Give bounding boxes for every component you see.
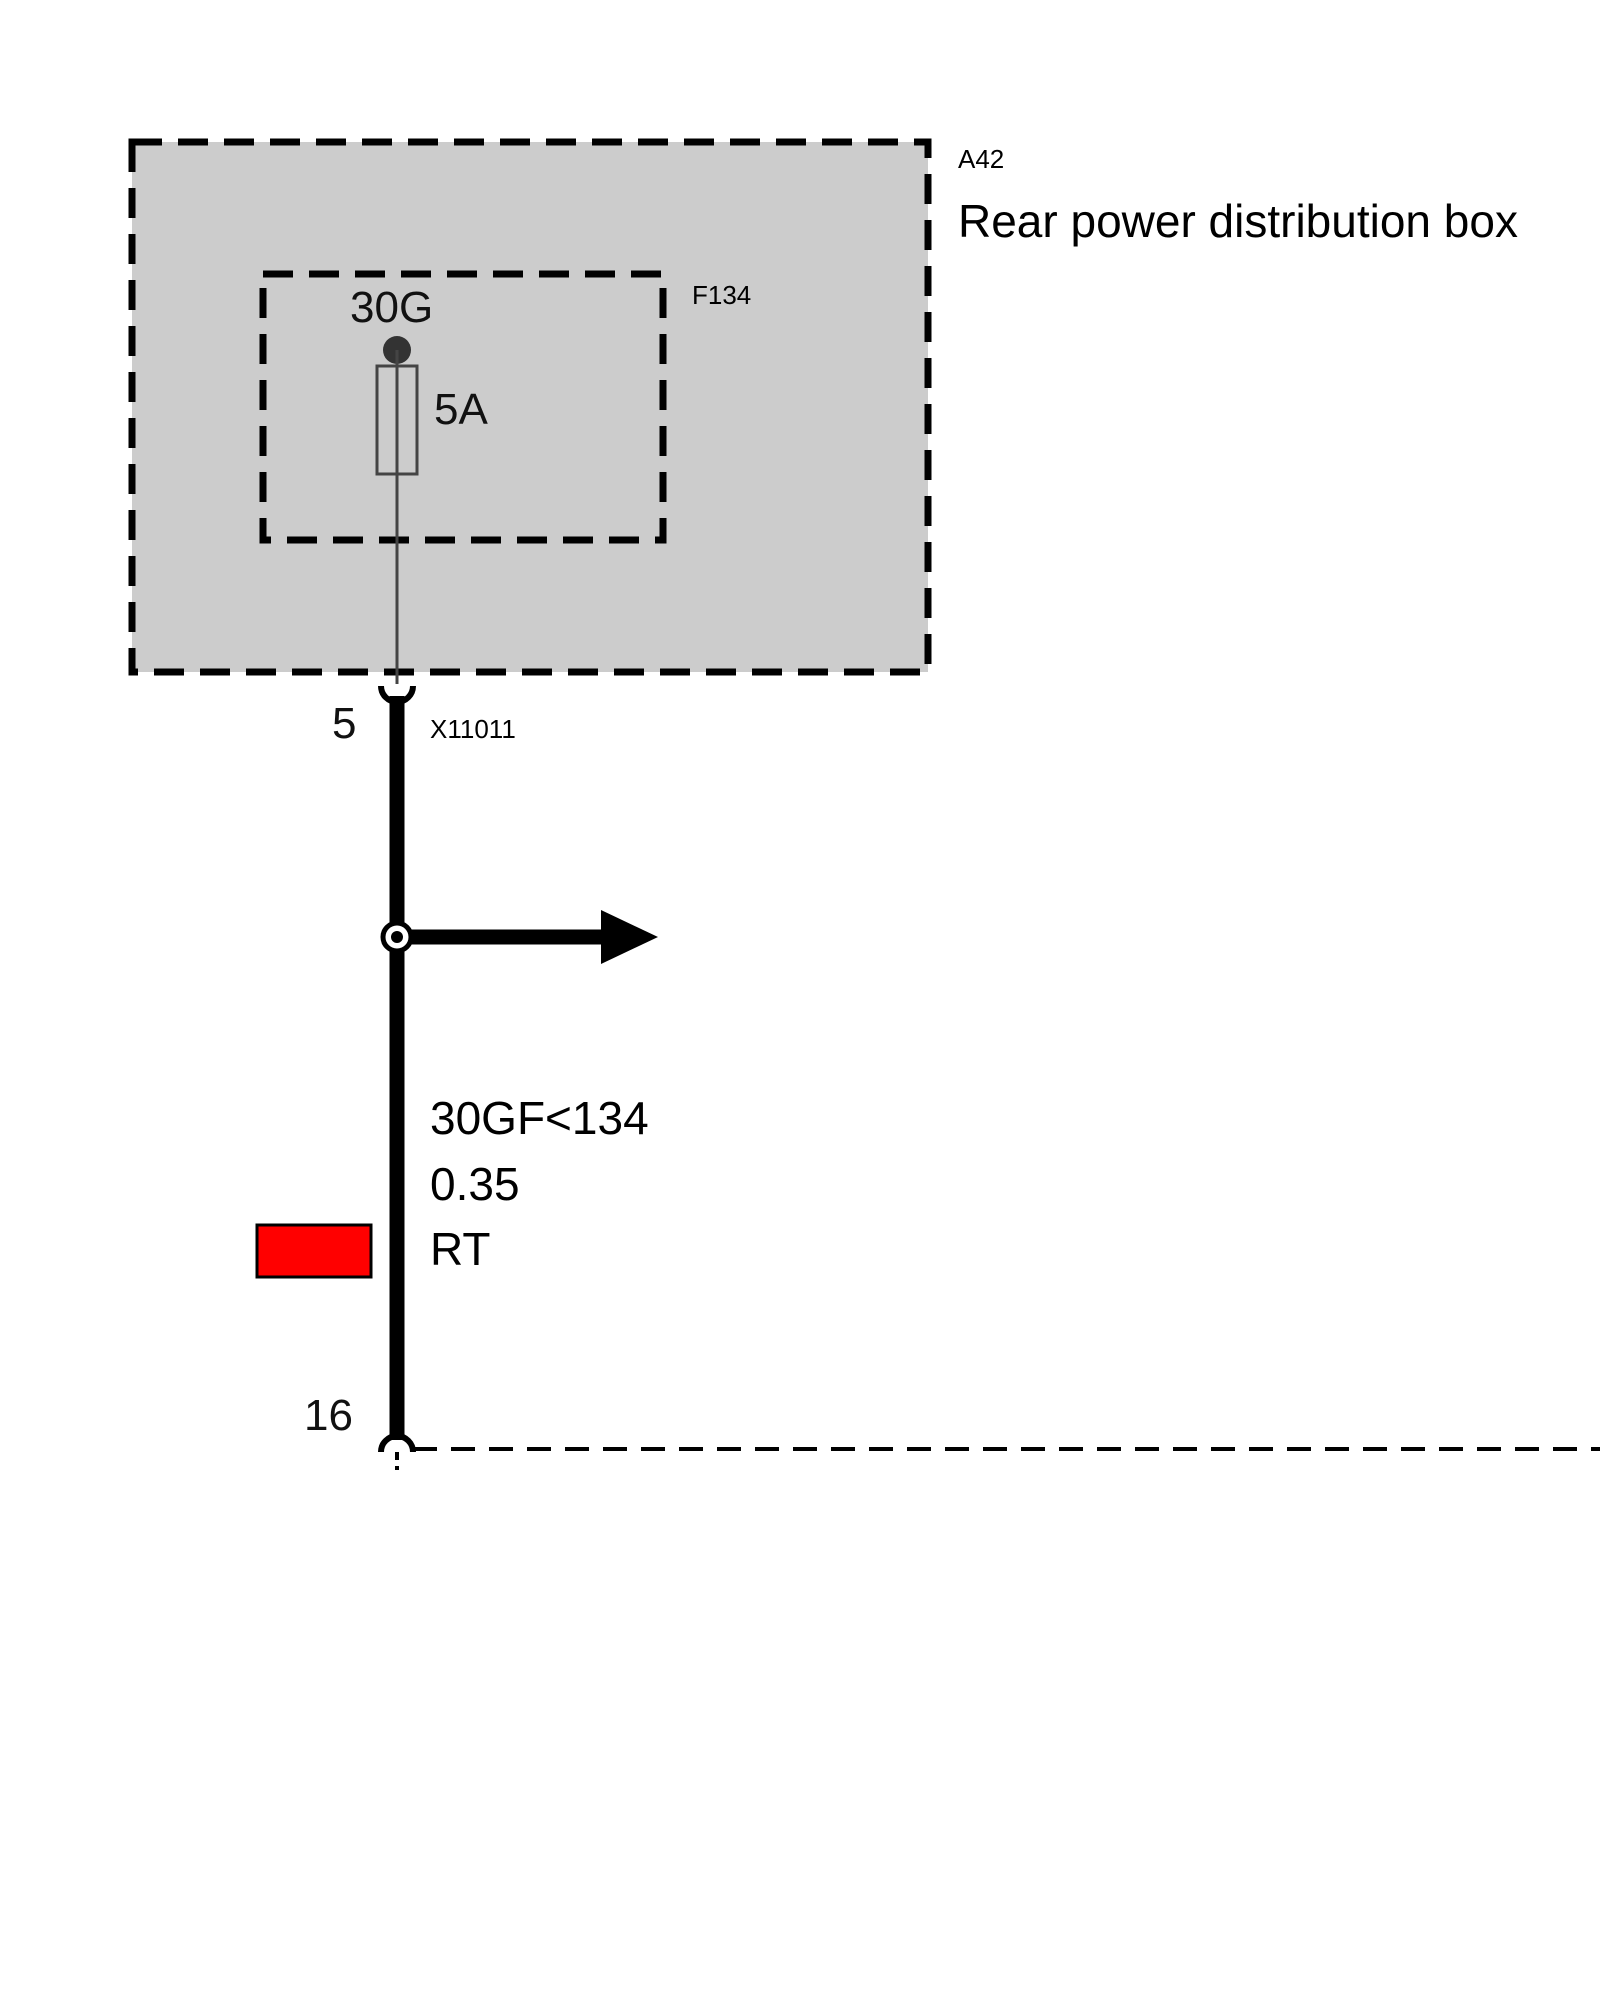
connector-bottom-symbol xyxy=(378,1433,416,1453)
connector-bottom-pin: 16 xyxy=(304,1391,353,1440)
module-id: A42 xyxy=(958,144,1004,174)
fuse-terminal-label: 30G xyxy=(350,283,433,332)
fuse-box-f134 xyxy=(259,270,667,544)
wire-color-swatch xyxy=(255,1223,373,1279)
wire-cross-section: 0.35 xyxy=(430,1158,520,1210)
splice-arrow-icon xyxy=(601,910,658,964)
wire-color-code: RT xyxy=(430,1223,491,1275)
module-name: Rear power distribution box xyxy=(958,195,1518,247)
module-box-a42 xyxy=(128,138,932,676)
splice-dot xyxy=(391,931,403,943)
wire-signal: 30GF<134 xyxy=(430,1092,649,1144)
fuse-rating: 5A xyxy=(434,385,488,434)
connector-top-pin: 5 xyxy=(332,699,356,748)
connector-top-id: X11011 xyxy=(430,714,516,744)
fuse-id: F134 xyxy=(692,280,751,310)
